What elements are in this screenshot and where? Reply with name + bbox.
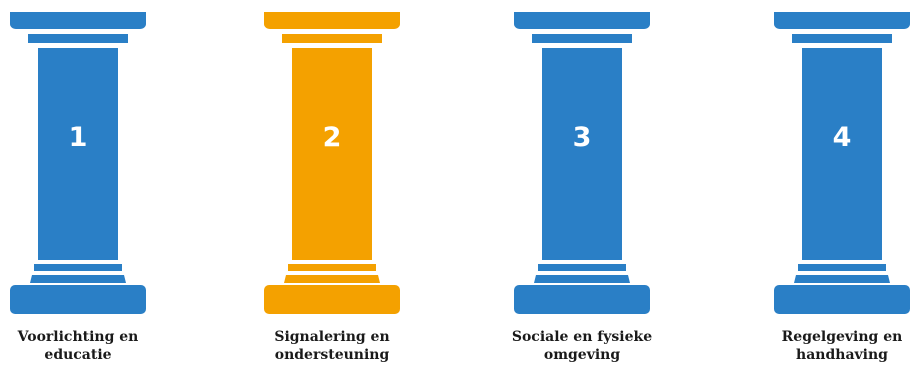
- pillar-label: Regelgeving en handhaving: [781, 329, 903, 363]
- pillar-number: 3: [572, 122, 592, 153]
- pillar-2: 2 Signalering en ondersteuning: [262, 0, 402, 392]
- pillar-2-column-icon: [264, 12, 400, 314]
- pillar-label: Voorlichting en educatie: [17, 329, 139, 363]
- pillar-4-column-icon: [774, 12, 910, 314]
- pillar-number: 1: [68, 122, 88, 153]
- pillar-label: Sociale en fysieke omgeving: [511, 329, 653, 363]
- pillar-number: 4: [832, 122, 852, 153]
- pillar-label: Signalering en ondersteuning: [274, 329, 390, 363]
- pillar-4: 4 Regelgeving en handhaving: [772, 0, 910, 392]
- pillar-1-column-icon: [10, 12, 146, 314]
- pillar-number: 2: [322, 122, 342, 153]
- pillar-3-column-icon: [514, 12, 650, 314]
- pillar-3: 3 Sociale en fysieke omgeving: [512, 0, 652, 392]
- pillar-1: 1 Voorlichting en educatie: [8, 0, 148, 392]
